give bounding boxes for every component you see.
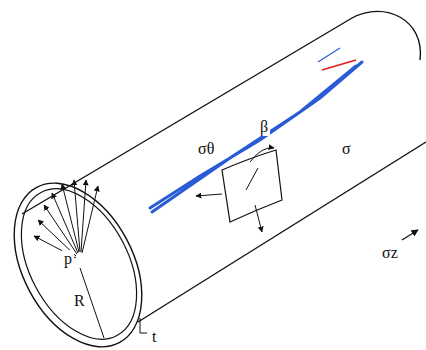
red-mark <box>322 60 356 70</box>
outer-wall <box>0 161 168 350</box>
angle-arc <box>250 148 274 162</box>
thickness-leader <box>140 318 147 333</box>
cylinder-bottom-edge <box>138 142 426 322</box>
axial-stress-arrow <box>402 230 418 240</box>
stress-label: σθ <box>196 140 216 158</box>
stress-element <box>222 150 282 222</box>
stress-label: t <box>150 328 158 346</box>
blue-mark <box>318 48 340 62</box>
stress-label: R <box>72 292 87 310</box>
fiber-line <box>246 168 258 190</box>
stress-label: σ <box>340 140 353 158</box>
stress-arrow <box>255 205 262 232</box>
blue-scribble <box>150 62 362 212</box>
stress-label: β <box>258 118 270 136</box>
pressure-arrows <box>34 180 98 258</box>
hoop-stress-arrow <box>196 194 222 196</box>
stress-label: σz <box>380 244 400 262</box>
inner-wall <box>0 169 160 350</box>
stress-label: p <box>62 250 74 268</box>
